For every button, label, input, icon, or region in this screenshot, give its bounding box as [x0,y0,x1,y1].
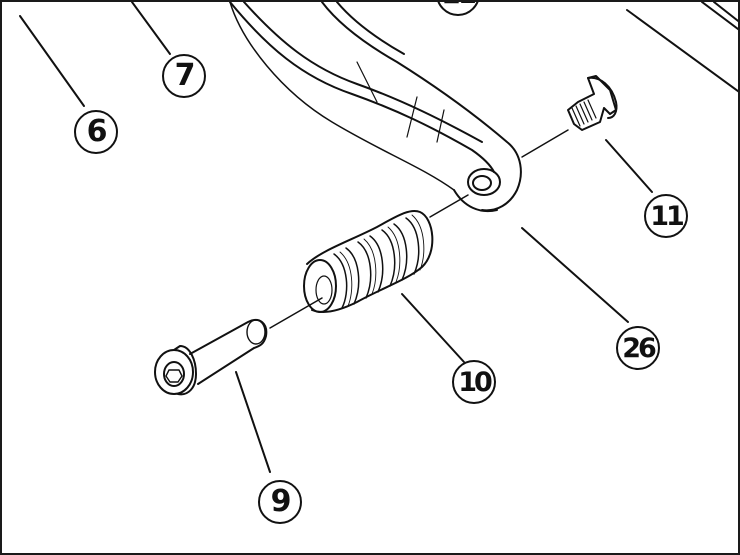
callout-10: 10 [452,360,496,404]
callout-7: 7 [162,54,206,98]
top-right-frame [626,2,738,93]
countersunk-screw [567,75,618,131]
leader-lines [19,2,653,473]
callout-6: 6 [74,110,118,154]
callout-9: 9 [258,480,302,524]
assembly-axis [269,129,569,329]
rubber-grip [303,210,434,313]
callout-11: 11 [644,194,688,238]
pivot-bolt [154,318,268,396]
callout-26: 26 [616,326,660,370]
shift-lever-arm [229,2,522,212]
